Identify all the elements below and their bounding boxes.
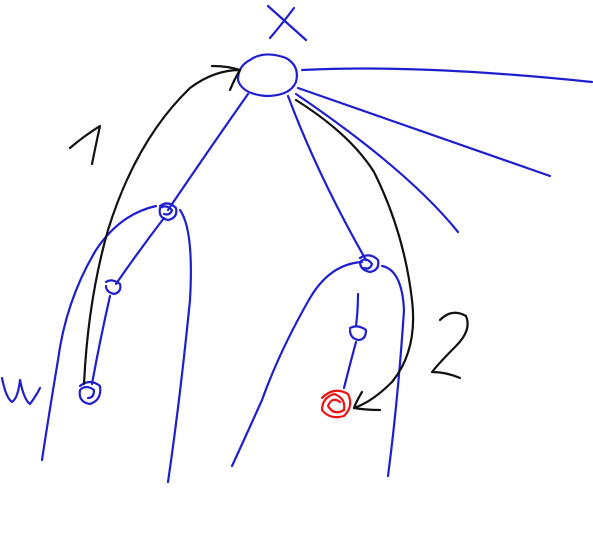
root-label-text: X	[283, 26, 284, 28]
root-rays	[294, 67, 593, 234]
left-label-text: u	[20, 391, 21, 393]
right-subtree-outline	[230, 260, 406, 478]
root-node	[236, 53, 298, 98]
path-one-label: 1	[68, 124, 102, 166]
path-two-label: 2	[430, 311, 469, 380]
right-path-edge	[342, 292, 368, 390]
edge-root-right	[286, 94, 368, 262]
left-subtree-outline	[40, 204, 192, 484]
left-leaf-node	[78, 380, 102, 406]
edge-root-left	[166, 92, 250, 212]
left-label-u: u	[0, 376, 42, 406]
path-one-arrow	[82, 64, 242, 386]
right-child-node	[358, 254, 380, 274]
path-two-label-text: 2	[450, 344, 451, 346]
root-label-x: X	[266, 4, 308, 42]
path-two-arrow	[294, 98, 415, 412]
left-path-edge	[90, 216, 166, 386]
path-one-label-text: 1	[86, 145, 87, 147]
target-node-red	[320, 389, 352, 419]
left-child-node	[158, 202, 178, 222]
